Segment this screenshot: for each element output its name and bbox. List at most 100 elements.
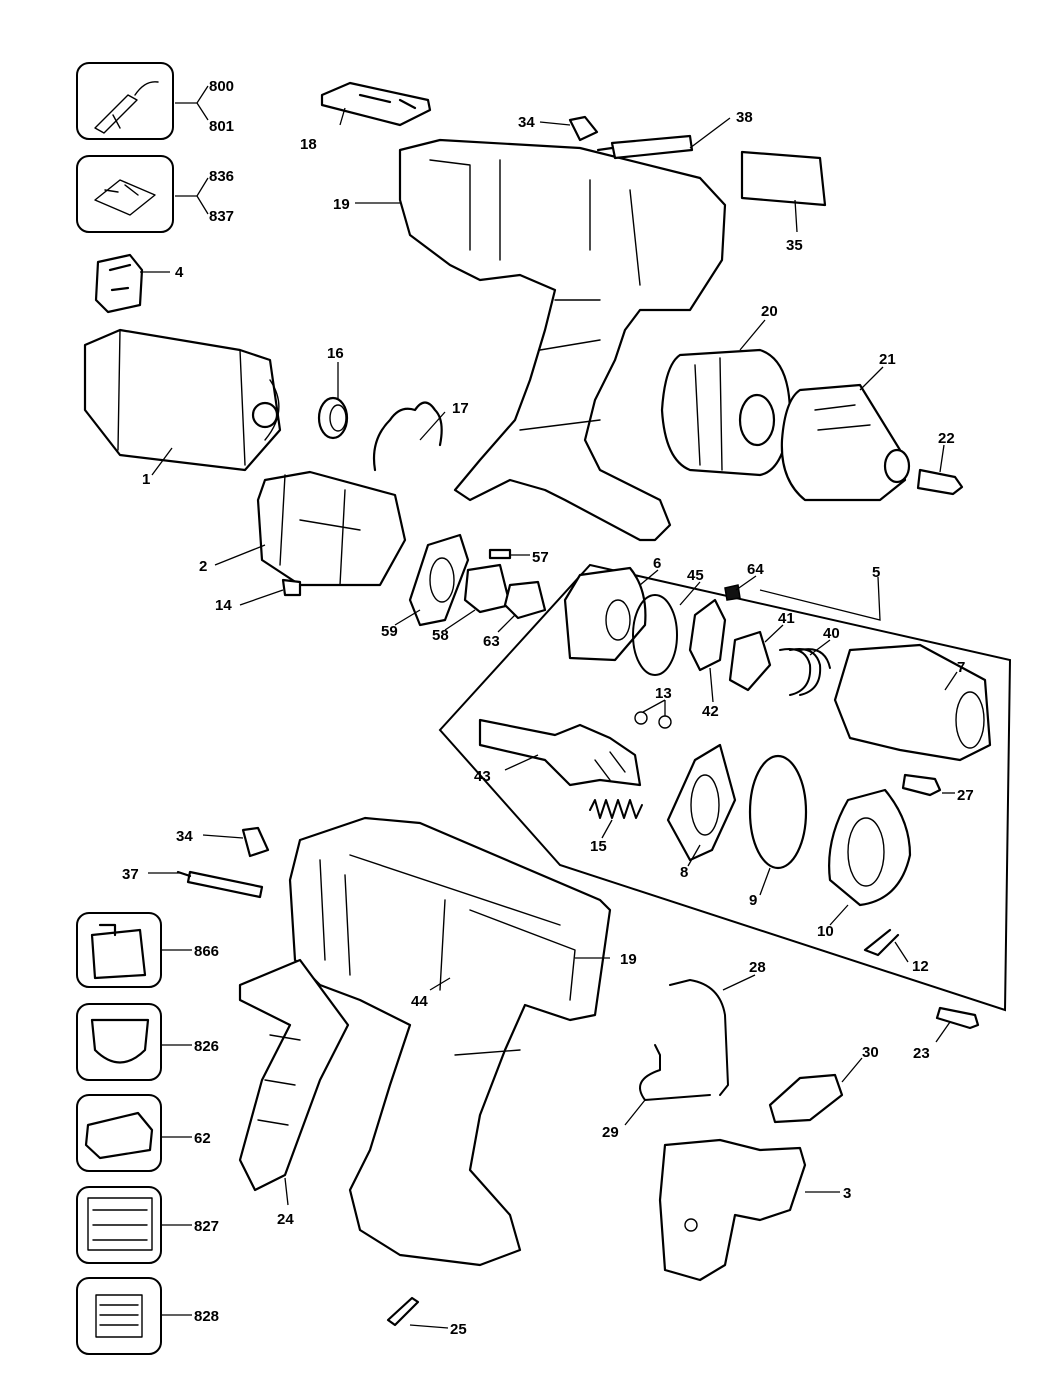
charger-icon bbox=[84, 1111, 154, 1160]
wire-lead-part-29 bbox=[639, 1044, 711, 1101]
label-826: 826 bbox=[194, 1038, 219, 1055]
brush-holder-part bbox=[94, 253, 144, 314]
screw-part-22 bbox=[916, 468, 964, 496]
battery-pack-icon bbox=[90, 923, 147, 980]
label-64: 64 bbox=[747, 561, 764, 578]
label-7: 7 bbox=[957, 659, 965, 676]
warning-label-icon bbox=[87, 1197, 153, 1251]
label-6: 6 bbox=[653, 555, 661, 572]
label-19-lower: 19 bbox=[620, 951, 637, 968]
label-43: 43 bbox=[474, 768, 491, 785]
switch-button-part bbox=[320, 81, 432, 127]
label-14: 14 bbox=[215, 597, 232, 614]
label-21: 21 bbox=[879, 351, 896, 368]
label-57: 57 bbox=[532, 549, 549, 566]
collar-part bbox=[660, 348, 792, 477]
label-800: 800 bbox=[209, 78, 234, 95]
wire-terminal-icon bbox=[94, 81, 159, 134]
part-number-labels: 800 801 836 837 4 18 19 34 38 35 16 17 2… bbox=[122, 78, 974, 1338]
screw-part-14 bbox=[281, 578, 302, 597]
planet-gear-part bbox=[503, 580, 547, 620]
switch-part bbox=[658, 1138, 807, 1282]
label-2: 2 bbox=[199, 558, 207, 575]
label-20: 20 bbox=[761, 303, 778, 320]
rating-plate-icon bbox=[95, 1294, 143, 1338]
gearcase-part bbox=[833, 643, 992, 762]
bracket-kit-icon bbox=[94, 179, 156, 216]
cam-part bbox=[728, 630, 772, 692]
label-8: 8 bbox=[680, 864, 688, 881]
label-827: 827 bbox=[194, 1218, 219, 1235]
label-836: 836 bbox=[209, 168, 234, 185]
label-10: 10 bbox=[817, 923, 834, 940]
label-25: 25 bbox=[450, 1321, 467, 1338]
gearbox-assembly-frame bbox=[438, 563, 1012, 1012]
label-35: 35 bbox=[786, 237, 803, 254]
leader-lines bbox=[140, 85, 958, 1329]
label-38: 38 bbox=[736, 109, 753, 126]
label-41: 41 bbox=[778, 610, 795, 627]
label-37: 37 bbox=[122, 866, 139, 883]
label-13: 13 bbox=[655, 685, 672, 702]
label-5: 5 bbox=[872, 564, 880, 581]
label-23: 23 bbox=[913, 1045, 930, 1062]
label-45: 45 bbox=[687, 567, 704, 584]
motor-part bbox=[83, 328, 282, 472]
ball-bearing-part-a bbox=[634, 711, 648, 725]
pinion-gear-part bbox=[317, 396, 349, 440]
label-34-lower: 34 bbox=[176, 828, 193, 845]
gear-housing-part bbox=[256, 470, 407, 587]
outer-ring-gear-part bbox=[828, 788, 912, 907]
label-15: 15 bbox=[590, 838, 607, 855]
label-3: 3 bbox=[843, 1185, 851, 1202]
label-badge-icon bbox=[90, 1018, 150, 1064]
screw-part-23 bbox=[935, 1006, 980, 1030]
label-801: 801 bbox=[209, 118, 234, 135]
label-16: 16 bbox=[327, 345, 344, 362]
label-866: 866 bbox=[194, 943, 219, 960]
screw-part-25 bbox=[386, 1296, 420, 1327]
clutch-ring-part bbox=[563, 566, 647, 662]
label-22: 22 bbox=[938, 430, 955, 447]
bit-part-lower bbox=[176, 870, 264, 899]
label-63: 63 bbox=[483, 633, 500, 650]
spider-part bbox=[666, 743, 737, 862]
clip-part-lower bbox=[241, 826, 270, 858]
label-12: 12 bbox=[912, 958, 929, 975]
label-9: 9 bbox=[749, 892, 757, 909]
wire-lead-part-28 bbox=[669, 979, 729, 1096]
label-1: 1 bbox=[142, 471, 150, 488]
ball-bearing-part-b bbox=[658, 715, 672, 729]
bit-part-top bbox=[596, 134, 694, 160]
screw-part-27 bbox=[901, 773, 942, 797]
label-40: 40 bbox=[823, 625, 840, 642]
inset-boxes bbox=[76, 62, 174, 1355]
label-28: 28 bbox=[749, 959, 766, 976]
side-handle-part bbox=[238, 958, 350, 1192]
label-58: 58 bbox=[432, 627, 449, 644]
pin-part-57 bbox=[488, 548, 512, 560]
u-clip-part bbox=[863, 928, 900, 957]
coil-spring-part bbox=[779, 648, 831, 696]
label-17: 17 bbox=[452, 400, 469, 417]
inset-box-800 bbox=[76, 62, 174, 140]
label-plate-part bbox=[740, 150, 827, 207]
chuck-part bbox=[780, 383, 911, 502]
spring-clip-part bbox=[372, 401, 443, 472]
label-18: 18 bbox=[300, 136, 317, 153]
ring-gear-part bbox=[408, 533, 470, 627]
label-42: 42 bbox=[702, 703, 719, 720]
spindle-part bbox=[478, 718, 642, 787]
label-828: 828 bbox=[194, 1308, 219, 1325]
key-part-64 bbox=[724, 584, 741, 601]
inset-box-828 bbox=[76, 1277, 162, 1355]
label-62: 62 bbox=[194, 1130, 211, 1147]
gear-ring-part bbox=[748, 754, 808, 870]
label-29: 29 bbox=[602, 1124, 619, 1141]
inset-box-836 bbox=[76, 155, 174, 233]
housing-half-upper-part bbox=[398, 138, 727, 542]
clutch-plate-part bbox=[688, 598, 727, 672]
label-24: 24 bbox=[277, 1211, 294, 1228]
snap-ring-part bbox=[632, 594, 678, 676]
